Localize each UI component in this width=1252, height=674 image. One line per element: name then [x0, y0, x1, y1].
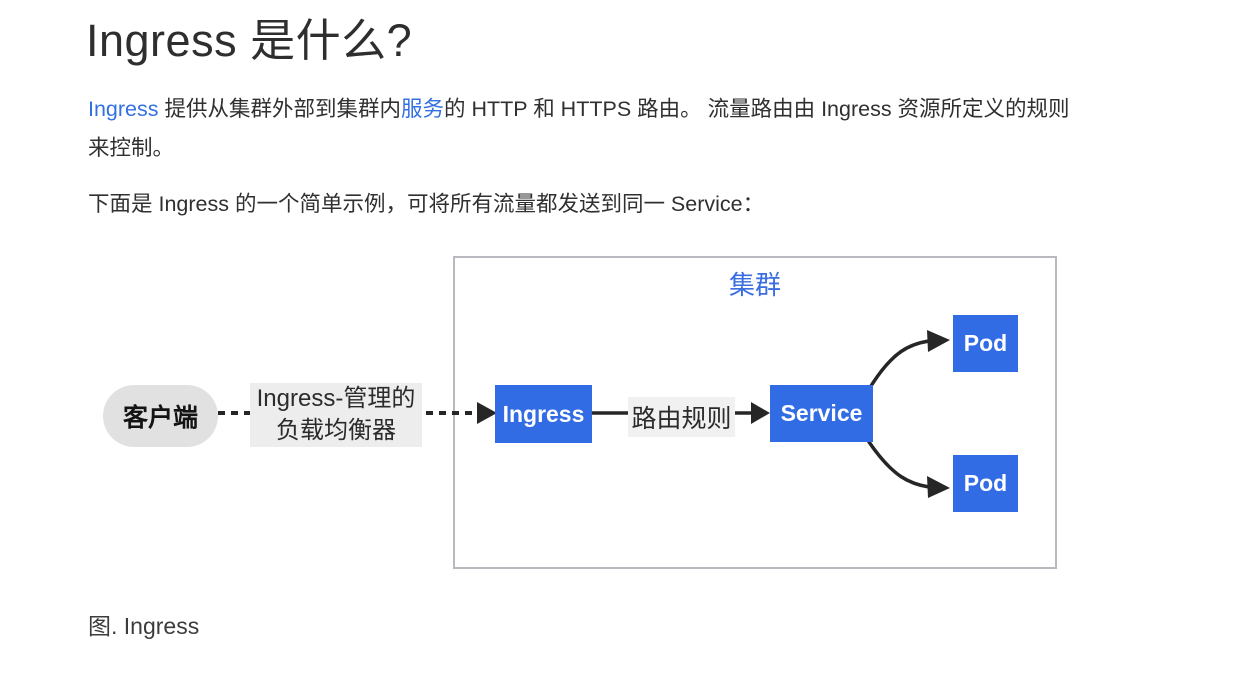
page-title: Ingress 是什么?: [86, 15, 413, 66]
service-link[interactable]: 服务: [401, 97, 445, 121]
ingress-diagram: 集群 客户端 Ingress-管理的 负载均衡器 Ingress 路由规则 Se…: [0, 256, 1252, 570]
ingress-link[interactable]: Ingress: [88, 97, 159, 121]
pod-node-top: Pod: [953, 315, 1018, 372]
lb-label: Ingress-管理的 负载均衡器: [250, 383, 422, 447]
ingress-node: Ingress: [495, 385, 592, 443]
route-rule-label: 路由规则: [628, 397, 735, 437]
figure-caption: 图. Ingress: [88, 613, 200, 639]
pod-node-bottom: Pod: [953, 455, 1018, 512]
intro-text-end: 的 HTTP 和 HTTPS 路由。 流量路由由 Ingress 资源所定义的规…: [88, 97, 1070, 160]
service-node: Service: [770, 385, 873, 442]
client-node: 客户端: [103, 385, 218, 447]
lb-label-line1: Ingress-管理的: [256, 385, 416, 412]
cluster-label: 集群: [728, 270, 781, 300]
lb-label-line2: 负载均衡器: [276, 417, 396, 444]
intro-paragraph: Ingress 提供从集群外部到集群内服务的 HTTP 和 HTTPS 路由。 …: [88, 90, 1078, 168]
example-paragraph: 下面是 Ingress 的一个简单示例，可将所有流量都发送到同一 Service…: [88, 192, 765, 216]
intro-text-mid: 提供从集群外部到集群内: [158, 97, 401, 121]
